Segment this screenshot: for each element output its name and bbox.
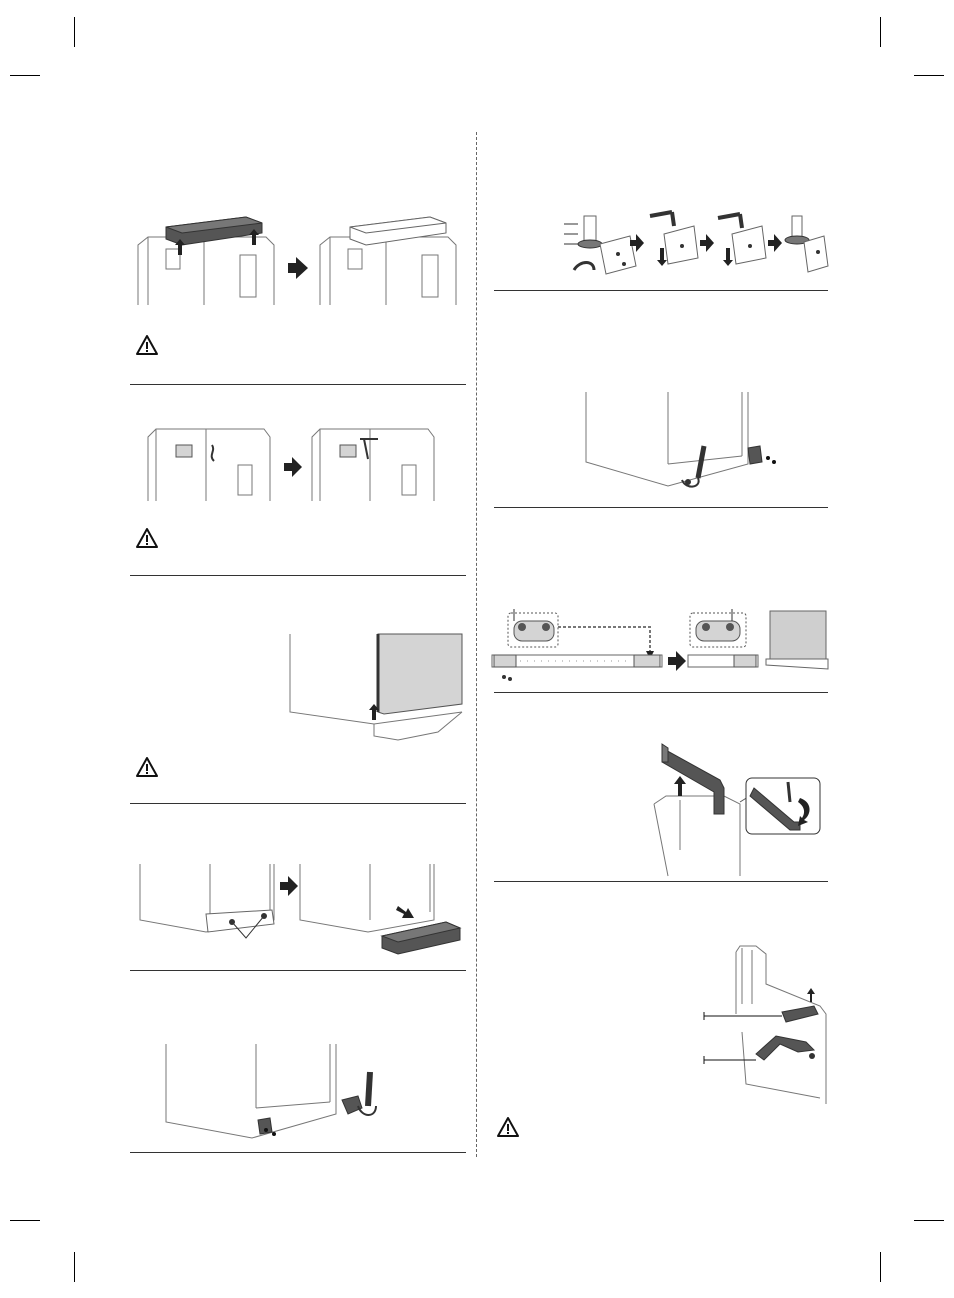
- screwdriver-detail-callout: [746, 778, 820, 834]
- crop-mark: [914, 1220, 944, 1221]
- step-separator: [130, 384, 466, 385]
- next-step-arrow: [288, 257, 308, 279]
- hinge-cover-removed: [350, 217, 446, 245]
- refrigerator-bottom-illustration: [586, 392, 748, 486]
- crop-mark: [914, 75, 944, 76]
- front-cover-bar: [688, 655, 758, 667]
- lift-arrow: [674, 776, 686, 796]
- warning-icon: [496, 1116, 520, 1138]
- refrigerator-bottom-illustration: [300, 864, 434, 932]
- refrigerator-top-illustration: [138, 237, 274, 305]
- warning-icon: [135, 334, 159, 356]
- move-door-stopper-and-cap-figure: [702, 944, 828, 1108]
- install-lower-hinge-opposite-side-figure: [584, 390, 780, 498]
- disconnect-wire-harness-figure: [146, 425, 438, 505]
- door-top-illustration: [654, 796, 740, 876]
- door-stopper-part: [782, 1006, 818, 1022]
- step-separator: [494, 692, 828, 693]
- refrigerator-corner-illustration: [766, 611, 828, 669]
- warning-icon: [135, 527, 159, 549]
- refrigerator-top-illustration: [148, 429, 270, 501]
- warning-icon: [135, 756, 159, 778]
- bracket-detail-callout: [508, 609, 558, 647]
- step-separator: [130, 803, 466, 804]
- crop-mark: [10, 75, 40, 76]
- next-step-arrow: [668, 651, 686, 671]
- next-step-arrow: [700, 234, 714, 252]
- front-cover-bar: [492, 655, 662, 681]
- hinge-pin-parts: [785, 216, 828, 272]
- step-separator: [130, 1152, 466, 1153]
- hinge-pin-parts: [718, 214, 766, 266]
- leg-cover: [382, 922, 460, 954]
- step-separator: [130, 575, 466, 576]
- wrench-icon: [682, 446, 704, 487]
- step-separator: [494, 290, 828, 291]
- bracket-detail-callout: [690, 609, 746, 647]
- move-path-line: [558, 627, 650, 655]
- refrigerator-top-illustration: [312, 429, 434, 501]
- hinge-pin-transfer-sequence-figure: [560, 204, 830, 276]
- refrigerator-bottom-illustration: [166, 1044, 336, 1138]
- next-step-arrow: [284, 457, 302, 477]
- crop-mark: [10, 1220, 40, 1221]
- remove-door-top-cap-figure: [650, 740, 824, 878]
- hinge-pin-parts: [564, 216, 636, 274]
- door-panel: [378, 634, 462, 714]
- refrigerator-bottom-illustration: [140, 864, 274, 938]
- refrigerator-top-illustration: [320, 237, 456, 305]
- column-divider: [476, 132, 477, 1157]
- next-step-arrow: [280, 876, 298, 896]
- pull-arrow: [396, 906, 414, 918]
- hinge-pin-parts: [650, 212, 698, 266]
- crop-mark: [880, 1252, 881, 1282]
- door-top-cap: [662, 744, 724, 814]
- step-separator: [494, 881, 828, 882]
- crop-mark: [880, 17, 881, 47]
- hinge-bolt-parts: [748, 446, 776, 464]
- remove-front-leg-cover-figure: [136, 862, 464, 958]
- move-front-cover-bracket-figure: [490, 607, 828, 687]
- next-step-arrow: [768, 234, 782, 252]
- lift-arrow: [807, 988, 815, 1002]
- remove-top-hinge-cover-figure: [136, 215, 461, 310]
- hinge-bolt-parts: [258, 1096, 362, 1136]
- step-separator: [130, 970, 466, 971]
- step-separator: [494, 507, 828, 508]
- crop-mark: [74, 1252, 75, 1282]
- lift-door-off-lower-hinge-figure: [288, 632, 464, 744]
- door-hinge-arm: [756, 1036, 815, 1060]
- door-top-illustration: [736, 946, 826, 1104]
- crop-mark: [74, 17, 75, 47]
- remove-lower-hinge-bolts-figure: [162, 1042, 390, 1142]
